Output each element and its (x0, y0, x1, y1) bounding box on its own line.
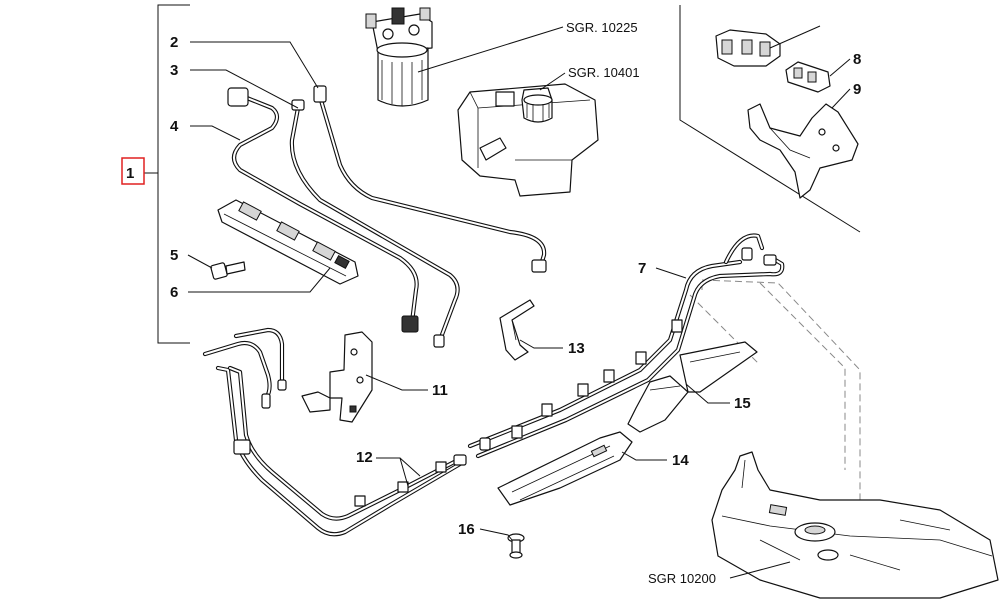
rail-item-6 (217, 199, 359, 285)
callout-12[interactable]: 12 (356, 449, 373, 466)
callout-2[interactable]: 2 (170, 34, 178, 51)
callout-3[interactable]: 3 (170, 62, 178, 79)
callout-8[interactable]: 8 (853, 51, 861, 68)
reservoir-illustration (457, 83, 599, 197)
callout-15[interactable]: 15 (734, 395, 751, 412)
callout-1[interactable]: 1 (126, 165, 134, 182)
callout-4[interactable]: 4 (170, 118, 179, 135)
leader-lines (187, 41, 851, 541)
callout-7[interactable]: 7 (638, 260, 646, 277)
callout-11[interactable]: 11 (432, 382, 448, 399)
callout-6[interactable]: 6 (170, 284, 178, 301)
pipe-item-4 (227, 87, 419, 333)
fuel-tank-illustration (711, 451, 999, 599)
pipe-item-7 (467, 233, 785, 459)
clip-item-8 (785, 61, 831, 93)
fuel-filter-illustration (365, 7, 433, 107)
bracket-item-13 (499, 299, 535, 361)
cover-item-14 (497, 431, 633, 506)
bracket-item-11 (301, 331, 373, 423)
phantom-lines (689, 279, 861, 520)
bracket-item-9 (747, 103, 859, 199)
pipe-item-3 (289, 99, 460, 348)
callout-16[interactable]: 16 (458, 521, 475, 538)
callout-9[interactable]: 9 (853, 81, 861, 98)
reference-tank: SGR 10200 (648, 571, 716, 586)
cover-item-15 (627, 341, 758, 433)
callout-5[interactable]: 5 (170, 247, 178, 264)
callout-14[interactable]: 14 (672, 452, 689, 469)
callout-labels: 1 2 3 4 5 6 7 8 9 11 12 13 14 15 16 (126, 34, 861, 538)
selected-callout-highlight (121, 157, 145, 185)
reference-filter: SGR. 10225 (566, 20, 638, 35)
callout-13[interactable]: 13 (568, 340, 585, 357)
pipe-item-12 (202, 327, 467, 537)
group-bracket (144, 4, 190, 344)
bolt-item-5 (210, 261, 246, 280)
pipe-item-2 (313, 85, 547, 273)
clip-illustration (715, 29, 781, 67)
reference-reservoir: SGR. 10401 (568, 65, 640, 80)
